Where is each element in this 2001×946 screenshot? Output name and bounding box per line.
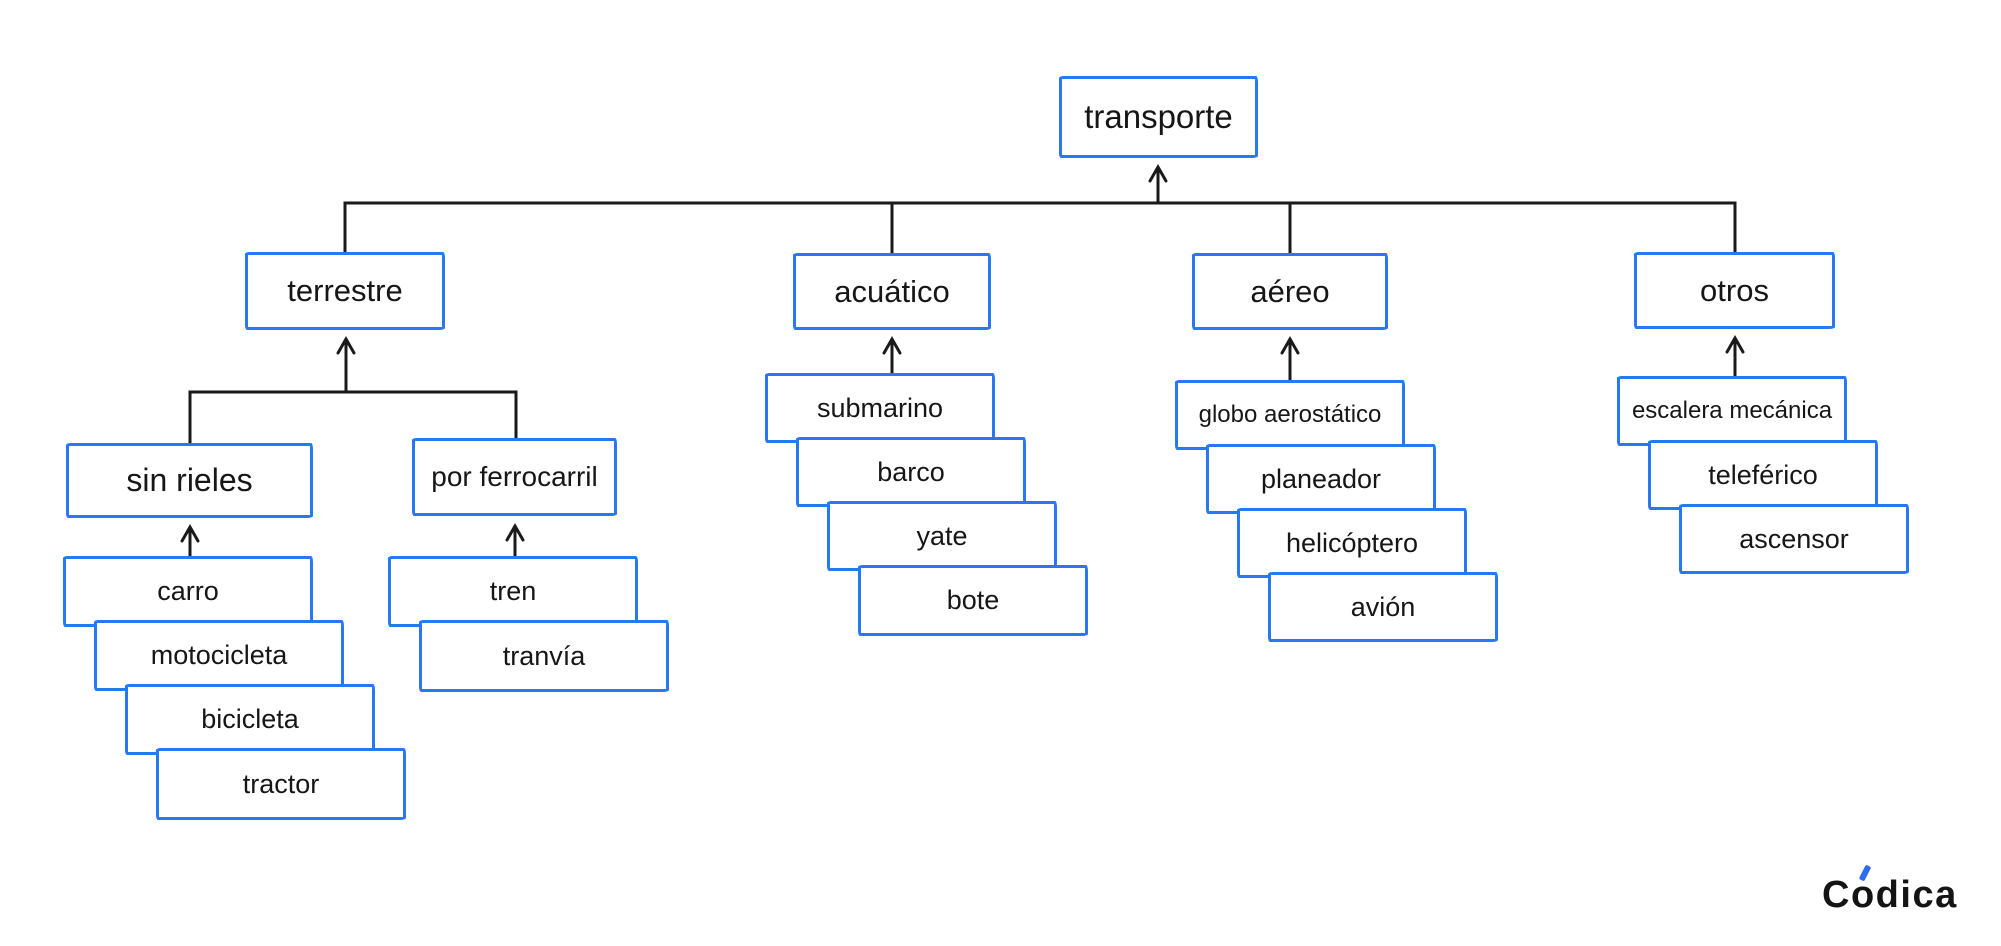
node-planeador: planeador xyxy=(1206,444,1436,514)
node-por-ferrocarril: por ferrocarril xyxy=(412,438,617,516)
node-ascensor: ascensor xyxy=(1679,504,1909,574)
node-label: globo aerostático xyxy=(1198,401,1382,428)
node-tranvia: tranvía xyxy=(419,620,669,692)
logo-letters-rest: dica xyxy=(1875,874,1958,916)
node-helicoptero: helicóptero xyxy=(1237,508,1467,578)
connector-terrestre-bracket xyxy=(188,390,518,443)
node-escalera-mecanica: escalera mecánica xyxy=(1617,376,1847,446)
node-label: planeador xyxy=(1260,463,1382,494)
node-label: yate xyxy=(916,520,968,551)
node-label: transporte xyxy=(1084,98,1233,135)
node-bote: bote xyxy=(858,565,1088,636)
node-motocicleta: motocicleta xyxy=(94,620,344,691)
node-teleferico: teleférico xyxy=(1648,440,1878,510)
node-barco: barco xyxy=(796,437,1026,507)
node-label: acuático xyxy=(834,273,950,309)
node-yate: yate xyxy=(827,501,1057,571)
node-label: barco xyxy=(877,456,945,487)
node-globo-aerostatico: globo aerostático xyxy=(1175,380,1405,450)
node-aereo: aéreo xyxy=(1192,253,1388,330)
node-label: bicicleta xyxy=(201,704,299,734)
node-label: submarino xyxy=(816,392,944,423)
node-submarino: submarino xyxy=(765,373,995,443)
node-label: motocicleta xyxy=(150,640,288,670)
node-carro: carro xyxy=(63,556,313,627)
node-bicicleta: bicicleta xyxy=(125,684,375,755)
node-acuatico: acuático xyxy=(793,253,991,330)
node-avion: avión xyxy=(1268,572,1498,642)
node-label: carro xyxy=(157,576,219,606)
node-label: bote xyxy=(946,585,1000,615)
node-label: helicóptero xyxy=(1285,527,1419,558)
node-otros: otros xyxy=(1634,252,1835,329)
node-label: sin rieles xyxy=(126,462,253,498)
node-tractor: tractor xyxy=(156,748,406,820)
node-transporte: transporte xyxy=(1059,76,1258,158)
node-label: otros xyxy=(1700,272,1769,308)
node-label: teleférico xyxy=(1708,459,1818,490)
node-label: escalera mecánica xyxy=(1631,397,1833,424)
node-label: terrestre xyxy=(287,273,403,308)
logo-letter-c: C xyxy=(1822,874,1851,916)
node-label: aéreo xyxy=(1250,273,1330,309)
node-label: ascensor xyxy=(1739,523,1849,554)
node-label: tractor xyxy=(242,768,320,799)
node-sin-rieles: sin rieles xyxy=(66,443,313,518)
node-label: avión xyxy=(1350,591,1416,622)
node-label: tren xyxy=(489,576,537,606)
logo-letter-o: o xyxy=(1851,864,1876,917)
connector-main-bracket xyxy=(343,201,1737,252)
node-terrestre: terrestre xyxy=(245,252,445,330)
node-label: por ferrocarril xyxy=(431,461,598,492)
node-tren: tren xyxy=(388,556,638,627)
node-label: tranvía xyxy=(502,640,586,671)
